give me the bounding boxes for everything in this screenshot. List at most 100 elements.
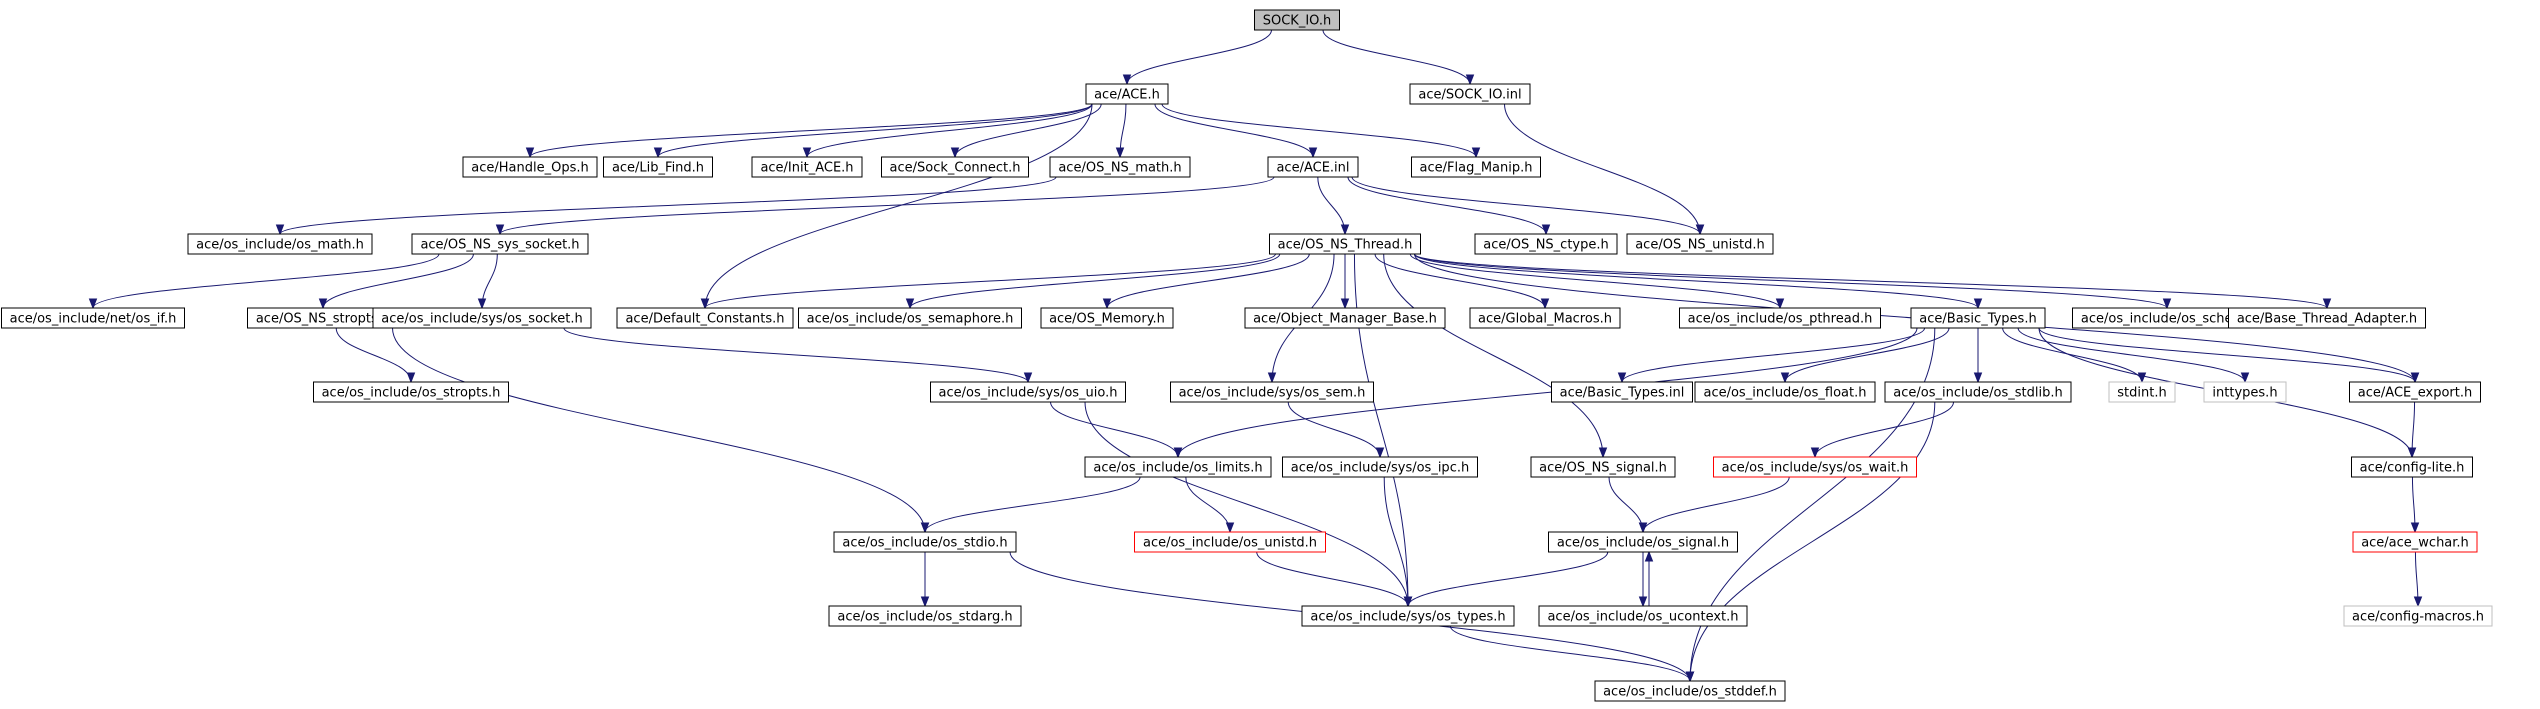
node-box xyxy=(1267,156,1359,178)
node-os-limits[interactable]: ace/os_include/os_limits.h xyxy=(1084,456,1272,478)
node-box xyxy=(1538,605,1748,627)
node-basic-types-inl[interactable]: ace/Basic_Types.inl xyxy=(1551,381,1693,403)
node-os-signal[interactable]: ace/os_include/os_signal.h xyxy=(1548,531,1738,553)
node-os-stropts[interactable]: ace/os_include/os_stropts.h xyxy=(313,381,509,403)
edge-ace-h-to-handle-ops xyxy=(529,103,1093,158)
node-sys-os-uio[interactable]: ace/os_include/sys/os_uio.h xyxy=(930,381,1126,403)
node-os-memory[interactable]: ace/OS_Memory.h xyxy=(1040,307,1174,329)
node-net-os-if[interactable]: ace/os_include/net/os_if.h xyxy=(1,307,185,329)
node-os-stdlib[interactable]: ace/os_include/os_stdlib.h xyxy=(1884,381,2072,403)
edge-ace-h-to-sock-connect xyxy=(954,103,1102,158)
node-label: ace/Default_Constants.h xyxy=(625,312,784,327)
edge-os-ns-math-to-os-math xyxy=(279,176,1057,235)
arrowhead xyxy=(2162,298,2172,310)
node-label: ace/OS_NS_ctype.h xyxy=(1483,238,1609,253)
node-sys-os-types[interactable]: ace/os_include/sys/os_types.h xyxy=(1301,605,1515,627)
node-os-ns-thread[interactable]: ace/OS_NS_Thread.h xyxy=(1269,233,1421,255)
node-sys-os-wait[interactable]: ace/os_include/sys/os_wait.h xyxy=(1713,456,1917,478)
node-box xyxy=(1170,381,1374,403)
node-sock-io-inl[interactable]: ace/SOCK_IO.inl xyxy=(1409,83,1531,105)
node-box xyxy=(187,233,373,255)
node-box xyxy=(462,156,598,178)
node-box xyxy=(828,605,1022,627)
node-sys-os-ipc[interactable]: ace/os_include/sys/os_ipc.h xyxy=(1282,456,1478,478)
node-os-math[interactable]: ace/os_include/os_math.h xyxy=(187,233,373,255)
node-init-ace[interactable]: ace/Init_ACE.h xyxy=(751,156,863,178)
node-global-macros[interactable]: ace/Global_Macros.h xyxy=(1469,307,1621,329)
node-box xyxy=(1910,307,2046,329)
node-os-ns-signal[interactable]: ace/OS_NS_signal.h xyxy=(1530,456,1676,478)
edge-sys-os-wait-to-os-signal xyxy=(1642,476,1790,533)
node-handle-ops[interactable]: ace/Handle_Ops.h xyxy=(462,156,598,178)
node-label: ace/os_include/os_unistd.h xyxy=(1143,536,1317,551)
node-os-stdarg[interactable]: ace/os_include/os_stdarg.h xyxy=(828,605,1022,627)
node-label: ace/os_include/os_stdio.h xyxy=(842,536,1007,551)
node-label: ace/Basic_Types.h xyxy=(1919,312,2036,327)
node-config-lite[interactable]: ace/config-lite.h xyxy=(2351,456,2473,478)
node-os-ucontext[interactable]: ace/os_include/os_ucontext.h xyxy=(1538,605,1748,627)
node-base-thread-adapter[interactable]: ace/Base_Thread_Adapter.h xyxy=(2228,307,2426,329)
arrowhead xyxy=(318,298,328,310)
node-ace-wchar[interactable]: ace/ace_wchar.h xyxy=(2352,531,2478,553)
arrowhead xyxy=(1973,372,1983,384)
node-os-pthread[interactable]: ace/os_include/os_pthread.h xyxy=(1679,307,1881,329)
node-ace-h[interactable]: ace/ACE.h xyxy=(1085,83,1169,105)
edge-os-limits-to-os-stdio xyxy=(924,476,1141,533)
node-box xyxy=(411,233,589,255)
edge-os-ns-stropts-to-os-stdio xyxy=(392,327,926,533)
node-flag-manip[interactable]: ace/Flag_Manip.h xyxy=(1411,156,1541,178)
node-basic-types-h[interactable]: ace/Basic_Types.h xyxy=(1910,307,2046,329)
edge-os-ns-thread-to-os-memory xyxy=(1106,253,1310,309)
node-os-ns-math[interactable]: ace/OS_NS_math.h xyxy=(1049,156,1191,178)
node-box xyxy=(751,156,863,178)
node-config-macros[interactable]: ace/config-macros.h xyxy=(2343,605,2493,627)
arrowhead xyxy=(495,224,505,236)
edge-ace-inl-to-os-ns-sys-socket xyxy=(499,176,1275,235)
node-sys-os-socket[interactable]: ace/os_include/sys/os_socket.h xyxy=(372,307,592,329)
node-ace-inl[interactable]: ace/ACE.inl xyxy=(1267,156,1359,178)
node-sock-connect[interactable]: ace/Sock_Connect.h xyxy=(881,156,1029,178)
node-label: ace/os_include/sys/os_wait.h xyxy=(1722,461,1909,476)
arrowhead xyxy=(2410,372,2420,384)
node-os-semaphore[interactable]: ace/os_include/os_semaphore.h xyxy=(798,307,1022,329)
edge-sys-os-uio-to-os-limits xyxy=(1050,401,1179,458)
node-lib-find[interactable]: ace/Lib_Find.h xyxy=(603,156,713,178)
node-os-stddef[interactable]: ace/os_include/os_stddef.h xyxy=(1594,680,1786,702)
arrowhead xyxy=(1780,372,1790,384)
node-box xyxy=(1474,233,1618,255)
node-label: ace/os_include/sys/os_uio.h xyxy=(939,386,1118,401)
arrowhead xyxy=(1340,224,1350,236)
node-box xyxy=(603,156,713,178)
node-default-constants[interactable]: ace/Default_Constants.h xyxy=(616,307,794,329)
node-sys-os-sem[interactable]: ace/os_include/sys/os_sem.h xyxy=(1170,381,1374,403)
node-os-ns-sys-socket[interactable]: ace/OS_NS_sys_socket.h xyxy=(411,233,589,255)
node-box xyxy=(1884,381,2072,403)
edge-sys-os-sem-to-sys-os-ipc xyxy=(1287,401,1381,458)
node-os-unistd[interactable]: ace/os_include/os_unistd.h xyxy=(1134,531,1326,553)
node-box xyxy=(2203,381,2287,403)
node-stdint[interactable]: stdint.h xyxy=(2108,381,2176,403)
node-label: ace/ACE.inl xyxy=(1276,161,1349,176)
edge-ace-h-to-flag-manip xyxy=(1161,103,1477,158)
edge-os-ns-thread-to-os-pthread xyxy=(1409,253,1781,309)
node-box xyxy=(616,307,794,329)
node-box xyxy=(1679,307,1881,329)
node-label: ace/OS_Memory.h xyxy=(1049,312,1165,327)
node-os-stdio[interactable]: ace/os_include/os_stdio.h xyxy=(833,531,1017,553)
node-object-manager-base[interactable]: ace/Object_Manager_Base.h xyxy=(1244,307,1446,329)
node-sock-io-h[interactable]: SOCK_IO.h xyxy=(1254,9,1340,31)
node-os-float[interactable]: ace/os_include/os_float.h xyxy=(1694,381,1876,403)
node-os-ns-unistd[interactable]: ace/OS_NS_unistd.h xyxy=(1626,233,1774,255)
node-label: ace/os_include/os_float.h xyxy=(1703,386,1866,401)
node-inttypes[interactable]: inttypes.h xyxy=(2203,381,2287,403)
edge-ace-inl-to-os-ns-thread xyxy=(1317,176,1346,235)
arrowhead xyxy=(1102,298,1112,310)
node-label: ace/OS_NS_stropts.h xyxy=(256,312,390,327)
node-os-ns-ctype[interactable]: ace/OS_NS_ctype.h xyxy=(1474,233,1618,255)
node-os-ns-stropts[interactable]: ace/OS_NS_stropts.h xyxy=(247,307,399,329)
edge-basic-types-h-to-os-stddef xyxy=(1689,327,1936,682)
edge-sys-os-ipc-to-sys-os-types xyxy=(1383,476,1409,607)
edge-sys-os-socket-to-sys-os-uio xyxy=(563,327,1029,383)
arrowhead xyxy=(1115,147,1125,159)
node-ace-export[interactable]: ace/ACE_export.h xyxy=(2349,381,2481,403)
